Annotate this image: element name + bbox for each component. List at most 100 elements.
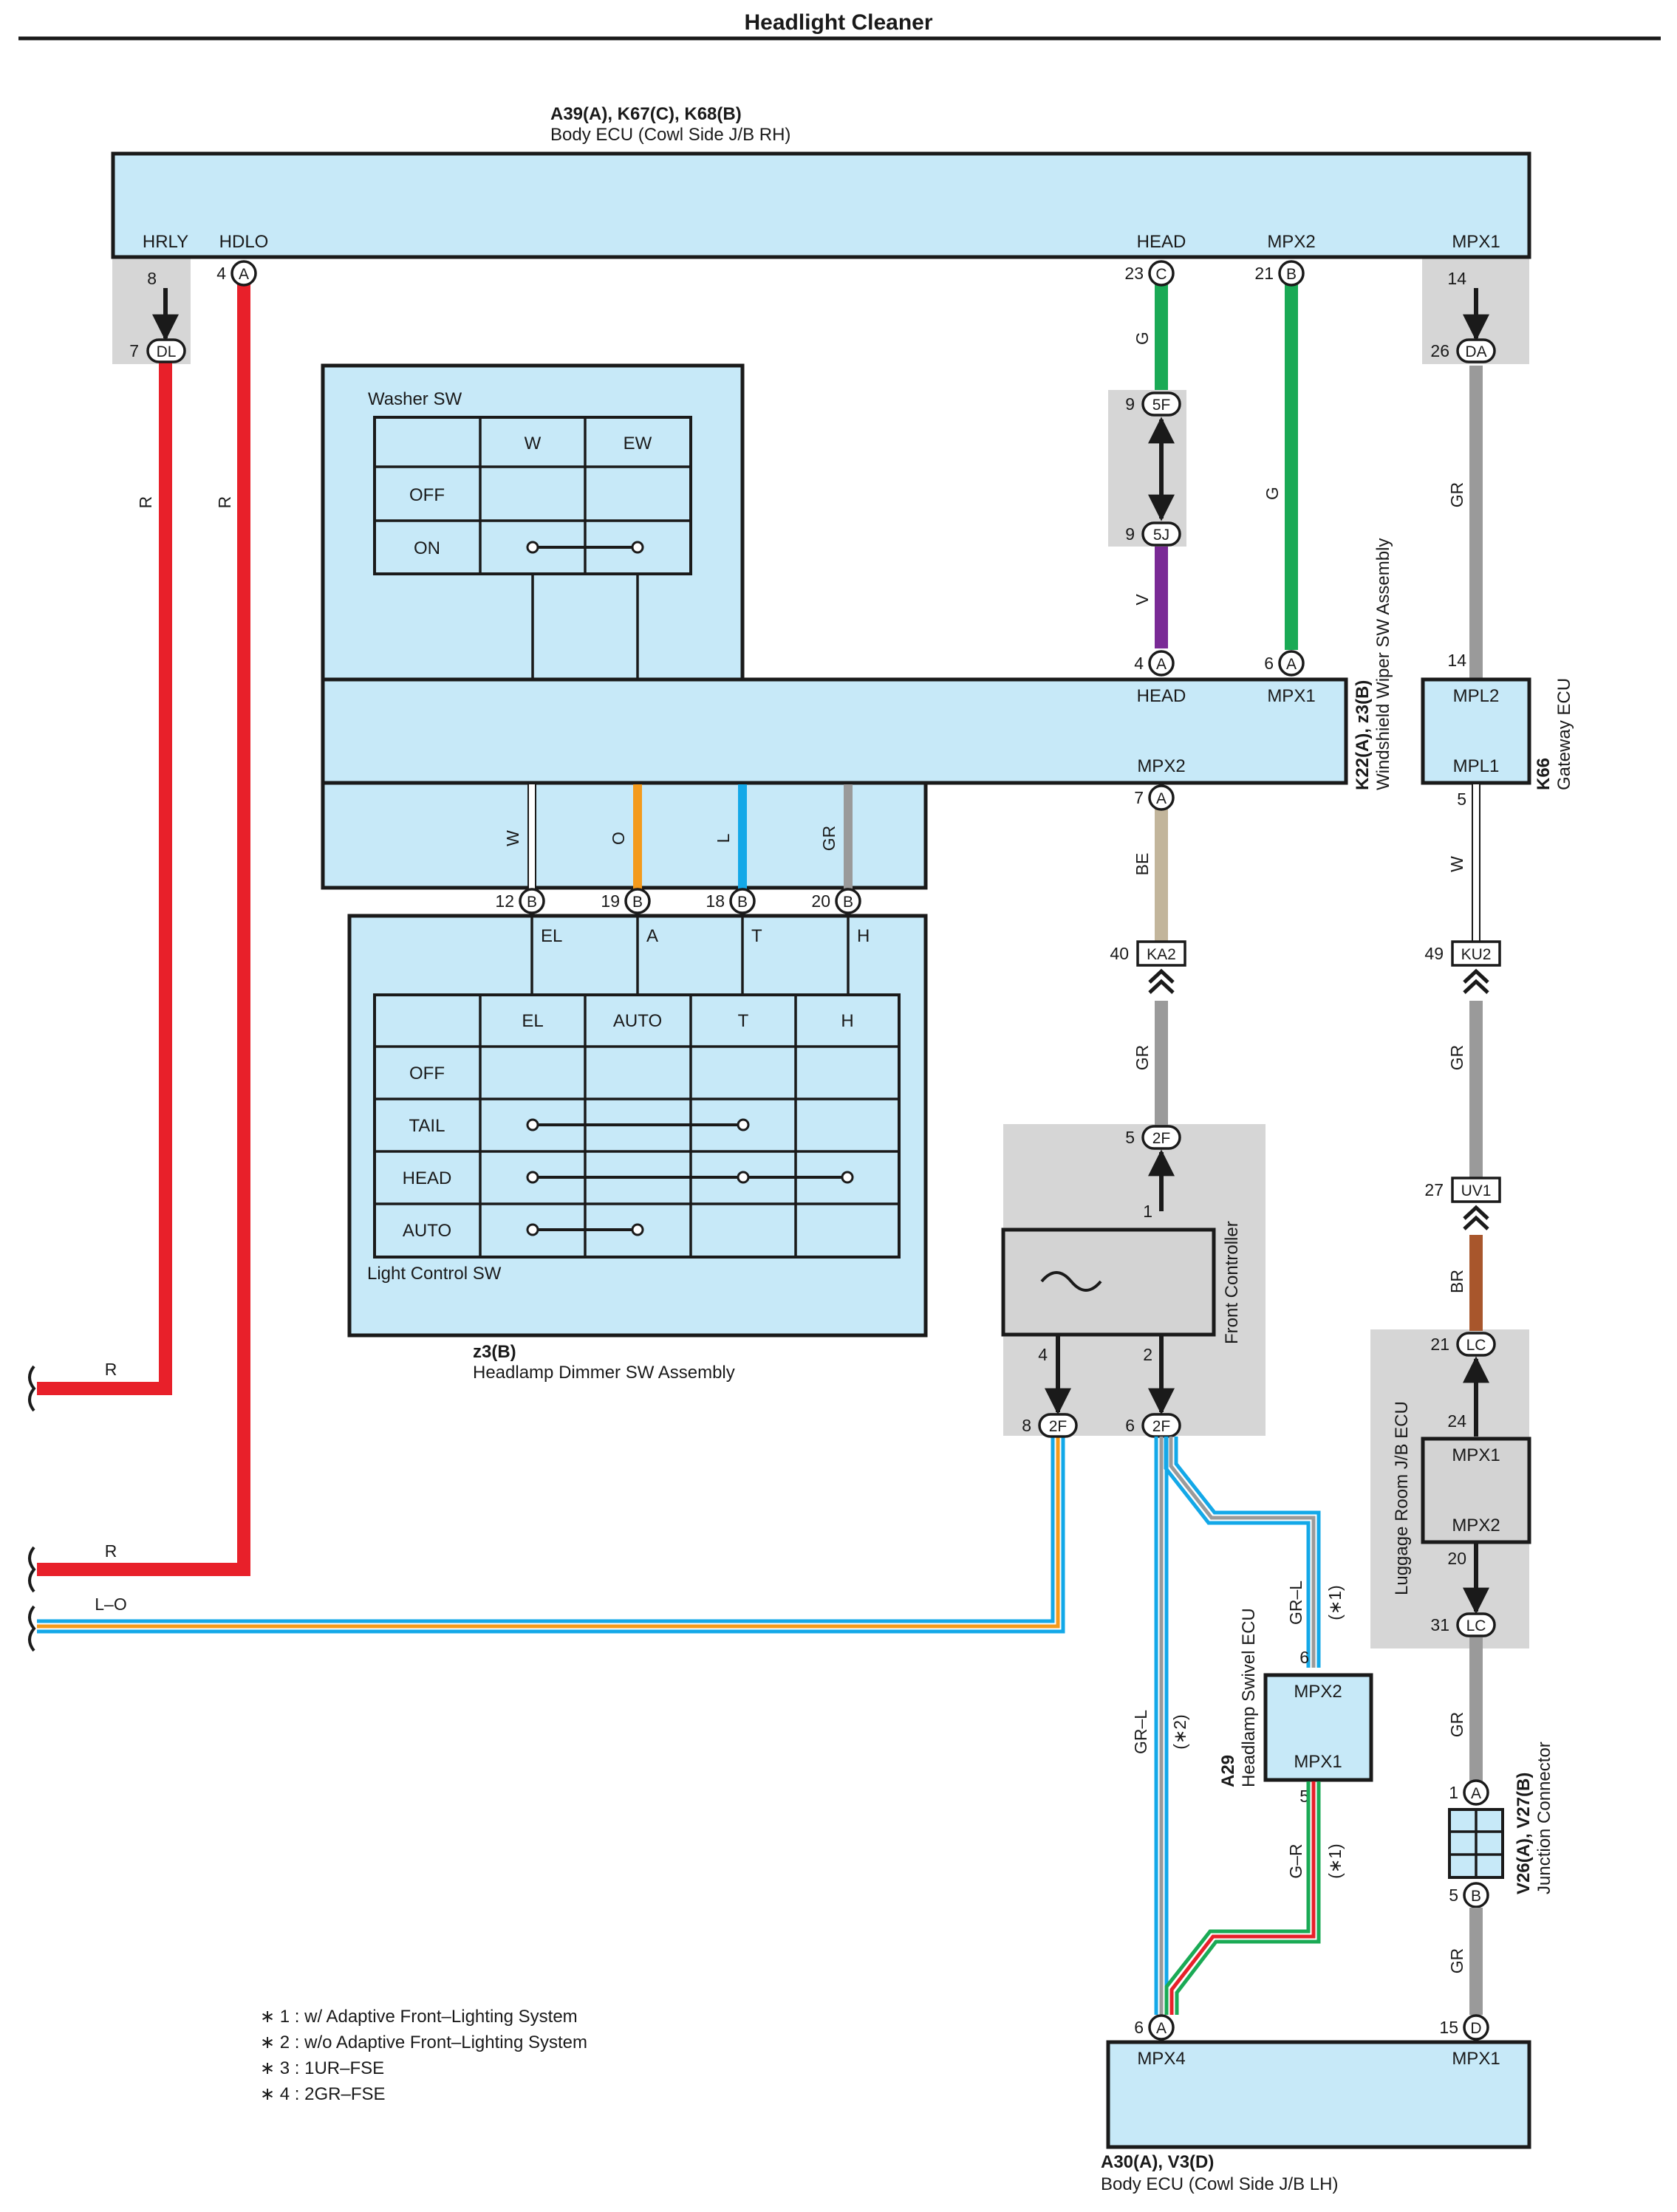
pin-23: 23: [1124, 264, 1144, 283]
term-a-junction: [1463, 1779, 1489, 1806]
wire-label-r-3: R: [105, 1360, 117, 1379]
wiper-sw-name: Windshield Wiper SW Assembly: [1373, 538, 1393, 790]
lh-pin-mpx4: MPX4: [1137, 2049, 1185, 2069]
conn-lc-31: [1456, 1612, 1496, 1637]
conn-2f-5: [1141, 1125, 1181, 1150]
wire-label-gr-sw: GR: [819, 826, 838, 852]
light-row-head: HEAD: [403, 1168, 452, 1188]
term-a-junction-label: A: [1471, 1785, 1481, 1802]
conn-5j: [1141, 521, 1181, 547]
pin-mpx1: MPX1: [1452, 232, 1500, 252]
washer-row-off: OFF: [409, 485, 445, 505]
term-b-junction: [1463, 1882, 1489, 1908]
pin-18: 18: [706, 891, 725, 911]
pin-8-2f: 8: [1022, 1416, 1031, 1435]
pin-hdlo: HDLO: [219, 232, 269, 252]
washer-row-on: ON: [414, 538, 440, 558]
term-a-hdlo-label: A: [239, 266, 249, 283]
pin-5-junction: 5: [1449, 1886, 1458, 1905]
washer-sw-title: Washer SW: [368, 389, 462, 409]
chev-ka2: [1148, 968, 1175, 994]
pin-2-fc: 2: [1143, 1345, 1152, 1364]
wire-gr-r-green-a: [1164, 1781, 1311, 2015]
head-dot-t: [737, 1171, 750, 1184]
note-3: ∗ 3 : 1UR–FSE: [260, 2058, 384, 2078]
pin-1-junction: 1: [1449, 1783, 1458, 1802]
swivel-pin-mpx2: MPX2: [1294, 1682, 1342, 1702]
light-row-off: OFF: [409, 1064, 445, 1083]
term-a-wiper-mpx1-label: A: [1286, 656, 1297, 673]
washer-on-dot-2: [631, 541, 644, 554]
conn-2f-8: [1038, 1413, 1078, 1438]
term-b-18: [729, 888, 756, 914]
conn-dl-label: DL: [157, 343, 177, 360]
pin-21: 21: [1254, 264, 1274, 283]
front-controller-name: Front Controller: [1222, 1221, 1242, 1344]
wire-label-be: BE: [1133, 853, 1152, 876]
swivel-ecu-codes: A29: [1218, 1755, 1238, 1787]
pin-7-dl: 7: [129, 341, 139, 360]
body-ecu-lh: [1106, 2040, 1531, 2149]
junction-name: Junction Connector: [1534, 1742, 1554, 1894]
wire-label-l: L: [714, 833, 733, 843]
note-1: ∗ 1 : w/ Adaptive Front–Lighting System: [260, 2007, 578, 2027]
wire-grl-1-blue-a: [1174, 1437, 1321, 1668]
light-col-h: H: [841, 1011, 853, 1031]
wire-label-r-4: R: [105, 1541, 117, 1561]
body-ecu-lh-name: Body ECU (Cowl Side J/B LH): [1101, 2174, 1338, 2194]
auto-dot-auto: [631, 1223, 644, 1236]
pin-6-2f: 6: [1125, 1416, 1135, 1435]
conn-lc-31-label: LC: [1466, 1617, 1486, 1634]
pin-hrly: HRLY: [143, 232, 188, 252]
dimmer-top-a: A: [646, 926, 658, 946]
pin-4-fc: 4: [1038, 1345, 1048, 1364]
wiper-sw-lower: [321, 781, 928, 890]
note-2: ∗ 2 : w/o Adaptive Front–Lighting System: [260, 2033, 587, 2052]
pin-49: 49: [1424, 944, 1444, 963]
chev-ku2: [1463, 968, 1489, 994]
swivel-ecu: [1263, 1673, 1373, 1782]
conn-ku2-label: KU2: [1461, 946, 1492, 963]
conn-5f: [1141, 391, 1181, 417]
swivel-pin-mpx1: MPX1: [1294, 1752, 1342, 1772]
conn-5j-label: 5J: [1153, 527, 1169, 544]
wire-label-gr-r: G–R: [1286, 1843, 1305, 1878]
term-b-junction-label: B: [1471, 1888, 1481, 1905]
wire-lo-orange: [37, 1437, 1060, 1629]
pin-14-gateway: 14: [1447, 651, 1466, 670]
term-b-19: [624, 888, 651, 914]
dimmer-top-t: T: [751, 926, 762, 946]
gateway-ecu: [1421, 677, 1531, 785]
pin-4-hdlo: 4: [216, 264, 226, 283]
pin-8-hrly: 8: [147, 269, 157, 288]
wiper-pin-head: HEAD: [1137, 686, 1186, 706]
wire-label-o: O: [609, 832, 628, 845]
wire-label-n1-bottom: (∗1): [1325, 1843, 1345, 1878]
note-4: ∗ 4 : 2GR–FSE: [260, 2084, 386, 2104]
wiper-pin-mpx2: MPX2: [1137, 756, 1185, 776]
dimmer-sw-name: Headlamp Dimmer SW Assembly: [473, 1363, 735, 1383]
washer-col-ew: EW: [624, 434, 652, 453]
term-a-mpx4-label: A: [1156, 2020, 1167, 2037]
luggage-jb-ecu: [1421, 1437, 1531, 1544]
term-a-wiper-head-label: A: [1156, 656, 1167, 673]
term-c-head-label: C: [1155, 266, 1167, 283]
wire-label-gr-jtop: GR: [1447, 1712, 1466, 1738]
pin-21-lc: 21: [1430, 1335, 1449, 1354]
junction-codes: V26(A), V27(B): [1514, 1773, 1534, 1894]
wire-label-n2: (∗2): [1170, 1714, 1189, 1749]
head-dot-el: [526, 1171, 539, 1184]
wiper-sw-codes: K22(A), z3(B): [1353, 680, 1373, 790]
conn-2f-6-label: 2F: [1152, 1418, 1171, 1435]
head-dot-h: [841, 1171, 854, 1184]
light-sw-title: Light Control SW: [367, 1264, 502, 1284]
term-a-wiper-mpx2-label: A: [1156, 790, 1167, 807]
wire-label-gr-jbottom: GR: [1447, 1948, 1466, 1974]
gateway-ecu-name: Gateway ECU: [1554, 678, 1574, 790]
pin-20-sw: 20: [811, 891, 830, 911]
term-b-18-label: B: [737, 894, 748, 911]
break-mark-3: [28, 1605, 36, 1652]
luggage-jb-name: Luggage Room J/B ECU: [1392, 1401, 1412, 1595]
pin-26: 26: [1430, 341, 1449, 360]
